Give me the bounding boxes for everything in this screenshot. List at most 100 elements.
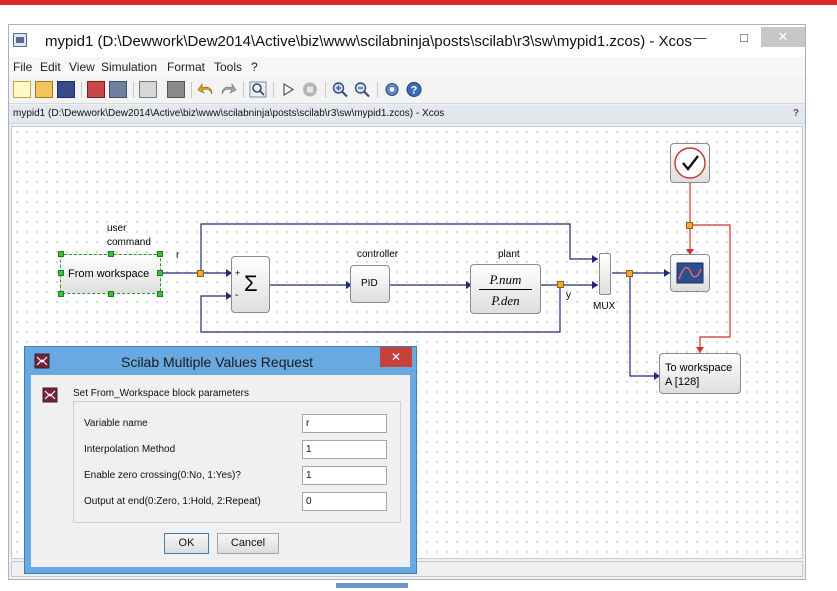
dialog-title: Scilab Multiple Values Request xyxy=(121,354,313,370)
menu-tools[interactable]: Tools xyxy=(214,60,243,74)
zoom-fit-icon[interactable] xyxy=(249,81,267,98)
toolbar-separator xyxy=(191,82,192,98)
dialog-body: Set From_Workspace block parameters Vari… xyxy=(31,375,410,567)
print-icon[interactable] xyxy=(139,81,157,98)
link-feedback xyxy=(200,285,561,333)
ok-button[interactable]: OK xyxy=(164,533,209,554)
toolbar-separator xyxy=(325,82,326,98)
user-command-label: user command xyxy=(107,223,151,248)
toolbar-separator xyxy=(273,82,274,98)
open-icon[interactable] xyxy=(35,81,53,98)
redo-icon[interactable] xyxy=(219,81,237,98)
fraction-bar xyxy=(479,289,532,290)
stop-simulation-icon[interactable] xyxy=(301,81,319,98)
selection-handle[interactable] xyxy=(157,291,163,297)
window-title: mypid1 (D:\Dewwork\Dew2014\Active\biz\ww… xyxy=(45,33,692,50)
selection-handle[interactable] xyxy=(58,291,64,297)
dialog-close-button[interactable]: ✕ xyxy=(380,347,412,367)
zero-crossing-input[interactable] xyxy=(302,466,387,485)
save-as-icon[interactable] xyxy=(109,81,127,98)
toolbar: ? xyxy=(9,77,805,104)
menu-help[interactable]: ? xyxy=(251,60,258,74)
new-icon[interactable] xyxy=(13,81,31,98)
dialog-title-bar[interactable]: Scilab Multiple Values Request ✕ xyxy=(25,347,416,375)
toolbar-separator xyxy=(81,82,82,98)
menu-file[interactable]: File xyxy=(13,60,33,74)
zoom-out-icon[interactable] xyxy=(353,81,371,98)
to-workspace-block[interactable]: To workspace A [128] xyxy=(659,353,741,394)
tab-help-button[interactable]: ? xyxy=(792,108,799,119)
top-red-line xyxy=(0,0,837,5)
selection-handle[interactable] xyxy=(58,251,64,257)
open-in-scilab-icon[interactable] xyxy=(57,81,75,98)
scope-block[interactable] xyxy=(670,254,710,292)
arrow-pid xyxy=(346,281,352,289)
toolbar-separator xyxy=(133,82,134,98)
output-at-end-input[interactable] xyxy=(302,492,387,511)
variable-name-input[interactable] xyxy=(302,414,387,433)
diagram-tab-bar[interactable]: mypid1 (D:\Dewwork\Dew2014\Active\biz\ww… xyxy=(9,105,805,124)
selection-handle[interactable] xyxy=(58,270,64,276)
parameters-group: Variable name Interpolation Method Enabl… xyxy=(73,401,401,523)
selection-handle[interactable] xyxy=(108,291,114,297)
dialog-heading: Set From_Workspace block parameters xyxy=(73,388,249,399)
signal-y-label: y xyxy=(566,290,571,301)
title-bar[interactable]: mypid1 (D:\Dewwork\Dew2014\Active\biz\ww… xyxy=(9,25,805,57)
selection-handle[interactable] xyxy=(157,251,163,257)
arrow-mux-bottom xyxy=(592,281,598,289)
event-arrow-workspace xyxy=(696,347,704,353)
help-icon[interactable]: ? xyxy=(405,81,423,98)
sum-block[interactable]: Σ + - xyxy=(231,256,270,313)
split-point[interactable] xyxy=(197,270,204,277)
from-workspace-block[interactable]: From workspace xyxy=(60,254,161,294)
plant-transfer-function-block[interactable]: P.num P.den xyxy=(470,264,541,314)
event-split-point[interactable] xyxy=(686,222,693,229)
zoom-in-icon[interactable] xyxy=(331,81,349,98)
clock-block[interactable] xyxy=(670,143,710,183)
scilab-logo-icon xyxy=(34,353,50,369)
save-icon[interactable] xyxy=(87,81,105,98)
menu-simulation[interactable]: Simulation xyxy=(101,60,158,74)
plant-denominator: P.den xyxy=(491,293,520,308)
link-r-to-mux xyxy=(200,223,598,273)
sum-minus-sign: - xyxy=(235,290,239,301)
cancel-button[interactable]: Cancel xyxy=(217,533,279,554)
toolbar-separator xyxy=(243,82,244,98)
split-point[interactable] xyxy=(626,270,633,277)
arrow-sum-minus xyxy=(226,292,232,300)
event-arrow-scope xyxy=(686,249,694,255)
event-link-clock-to-workspace xyxy=(690,224,731,353)
plant-label: plant xyxy=(498,249,520,260)
mux-block[interactable] xyxy=(599,253,611,295)
arrow-plant xyxy=(466,281,472,289)
field-label-output-at-end: Output at end(0:Zero, 1:Hold, 2:Repeat) xyxy=(84,496,261,507)
svg-text:?: ? xyxy=(411,85,418,97)
field-label-zero-crossing: Enable zero crossing(0:No, 1:Yes)? xyxy=(84,470,241,481)
close-button[interactable]: ✕ xyxy=(761,27,805,47)
signal-r-label: r xyxy=(176,250,180,261)
maximize-button[interactable]: □ xyxy=(740,30,748,45)
selection-handle[interactable] xyxy=(157,270,163,276)
menu-format[interactable]: Format xyxy=(167,60,206,74)
sum-symbol: Σ xyxy=(244,271,258,296)
xcos-demos-gear-icon[interactable] xyxy=(383,81,401,98)
menu-edit[interactable]: Edit xyxy=(40,60,61,74)
pid-label: PID xyxy=(361,278,378,289)
start-simulation-icon[interactable] xyxy=(279,81,297,98)
minimize-button[interactable]: — xyxy=(693,30,707,45)
toolbar-separator xyxy=(377,82,378,98)
to-workspace-label: To workspace A [128] xyxy=(665,362,733,388)
multiple-values-dialog: Scilab Multiple Values Request ✕ Set Fro… xyxy=(24,346,417,574)
menu-view[interactable]: View xyxy=(69,60,95,74)
pid-block[interactable]: PID xyxy=(350,265,390,303)
clock-icon xyxy=(674,147,706,179)
taskbar-indicator xyxy=(336,583,408,588)
undo-icon[interactable] xyxy=(197,81,215,98)
interpolation-method-input[interactable] xyxy=(302,440,387,459)
plant-numerator: P.num xyxy=(489,272,522,287)
selection-handle[interactable] xyxy=(108,251,114,257)
controller-label: controller xyxy=(357,249,399,260)
split-point[interactable] xyxy=(557,281,564,288)
export-icon[interactable] xyxy=(167,81,185,98)
